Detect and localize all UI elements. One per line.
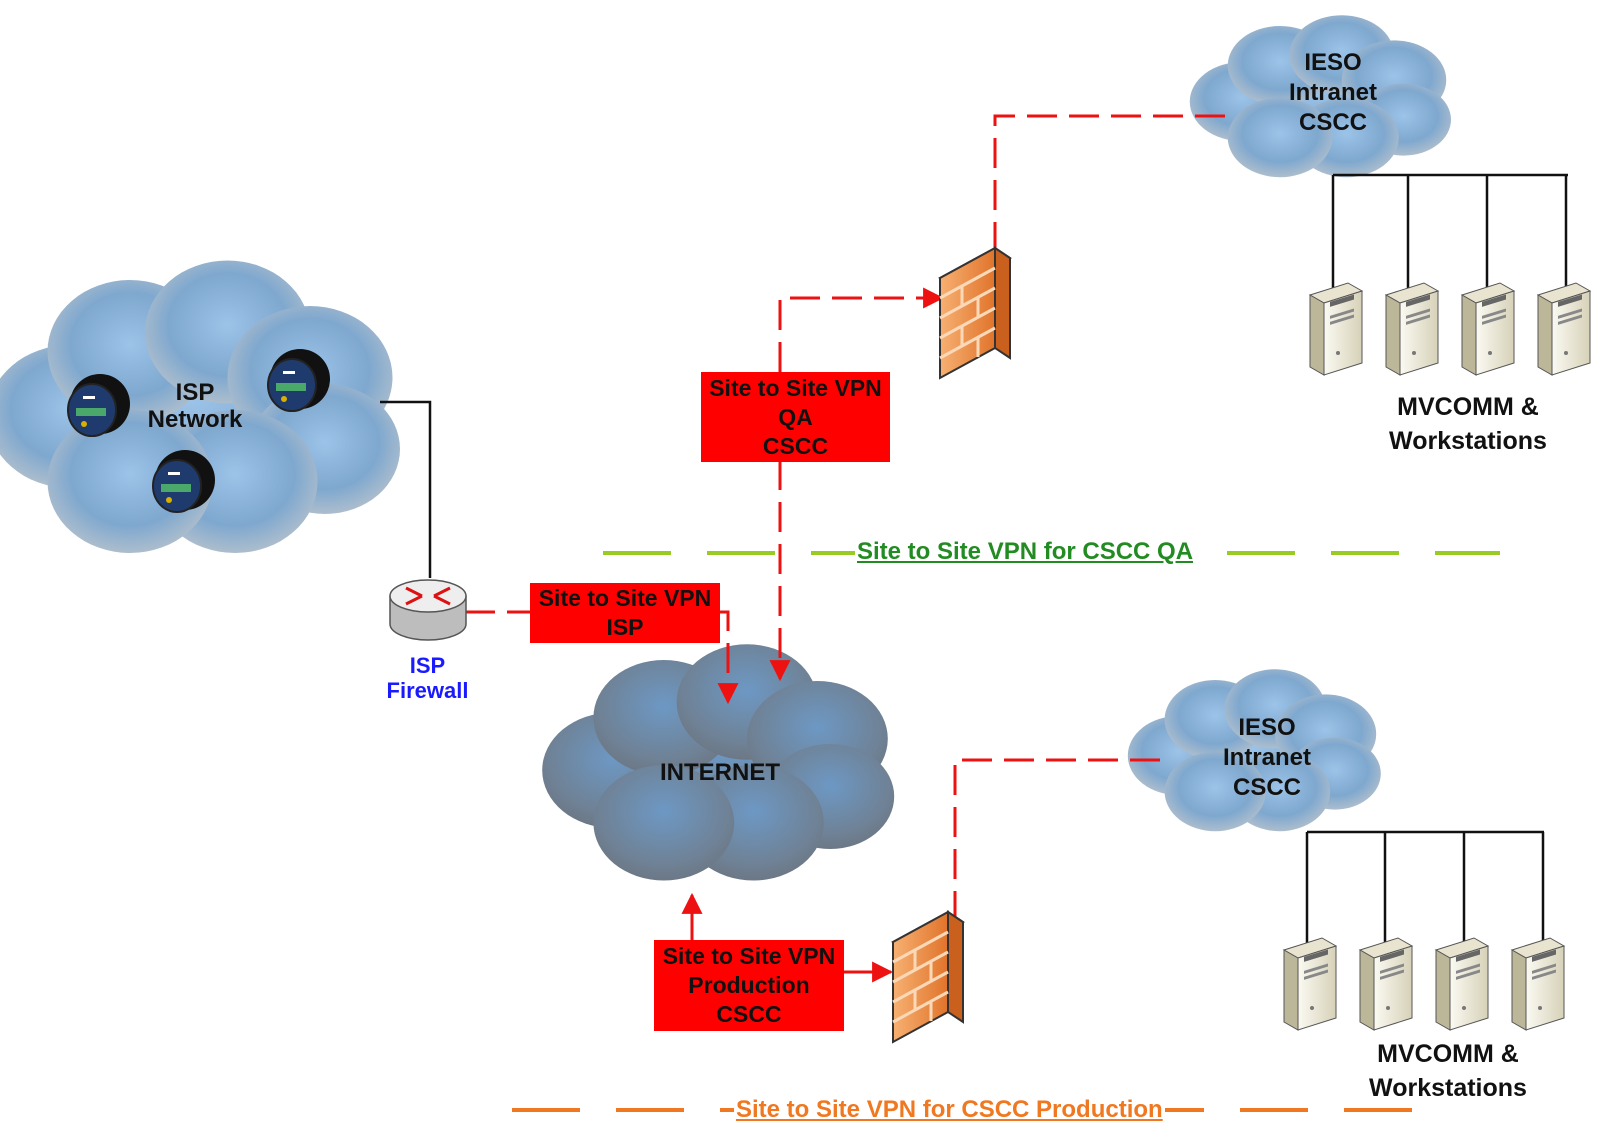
- qa-intranet-to-firewall-link: [993, 114, 1225, 250]
- prod-section-title: Site to Site VPN for CSCC Production: [734, 1096, 1165, 1124]
- isp-network-link: [380, 400, 432, 578]
- qa-firewall-icon: [938, 246, 1012, 380]
- server-icon: [1385, 282, 1439, 376]
- isp-firewall-label: ISP Firewall: [386, 653, 469, 703]
- qa-intranet-label: IESO Intranet CSCC: [1288, 49, 1377, 136]
- server-icon: [1461, 282, 1515, 376]
- server-icon: [1537, 282, 1591, 376]
- prod-lan-bus: [1305, 830, 1545, 955]
- router-icon: [389, 579, 467, 641]
- server-icon: [1359, 937, 1413, 1031]
- prod-firewall-icon: [891, 910, 965, 1044]
- prod-intranet-to-firewall-link: [953, 758, 1160, 918]
- prod-intranet-label: IESO Intranet CSCC: [1222, 714, 1311, 801]
- qa-lan-bus: [1331, 173, 1568, 310]
- internet-label: INTERNET: [660, 759, 780, 786]
- qa-vpn-box: Site to Site VPN QA CSCC: [701, 372, 890, 462]
- server-icon: [1511, 937, 1565, 1031]
- isp-vpn-box: Site to Site VPN ISP: [530, 583, 720, 643]
- server-icon: [1435, 937, 1489, 1031]
- qa-servers-label: MVCOMM & Workstations: [1389, 393, 1547, 455]
- prod-vpn-box: Site to Site VPN Production CSCC: [654, 940, 844, 1031]
- qa-section-title: Site to Site VPN for CSCC QA: [855, 538, 1196, 566]
- server-icon: [1309, 282, 1363, 376]
- prod-servers-label: MVCOMM & Workstations: [1369, 1040, 1527, 1102]
- isp-network-label: ISP Network: [147, 379, 243, 433]
- qa-vpn-to-firewall-link: [778, 287, 945, 372]
- server-icon: [1283, 937, 1337, 1031]
